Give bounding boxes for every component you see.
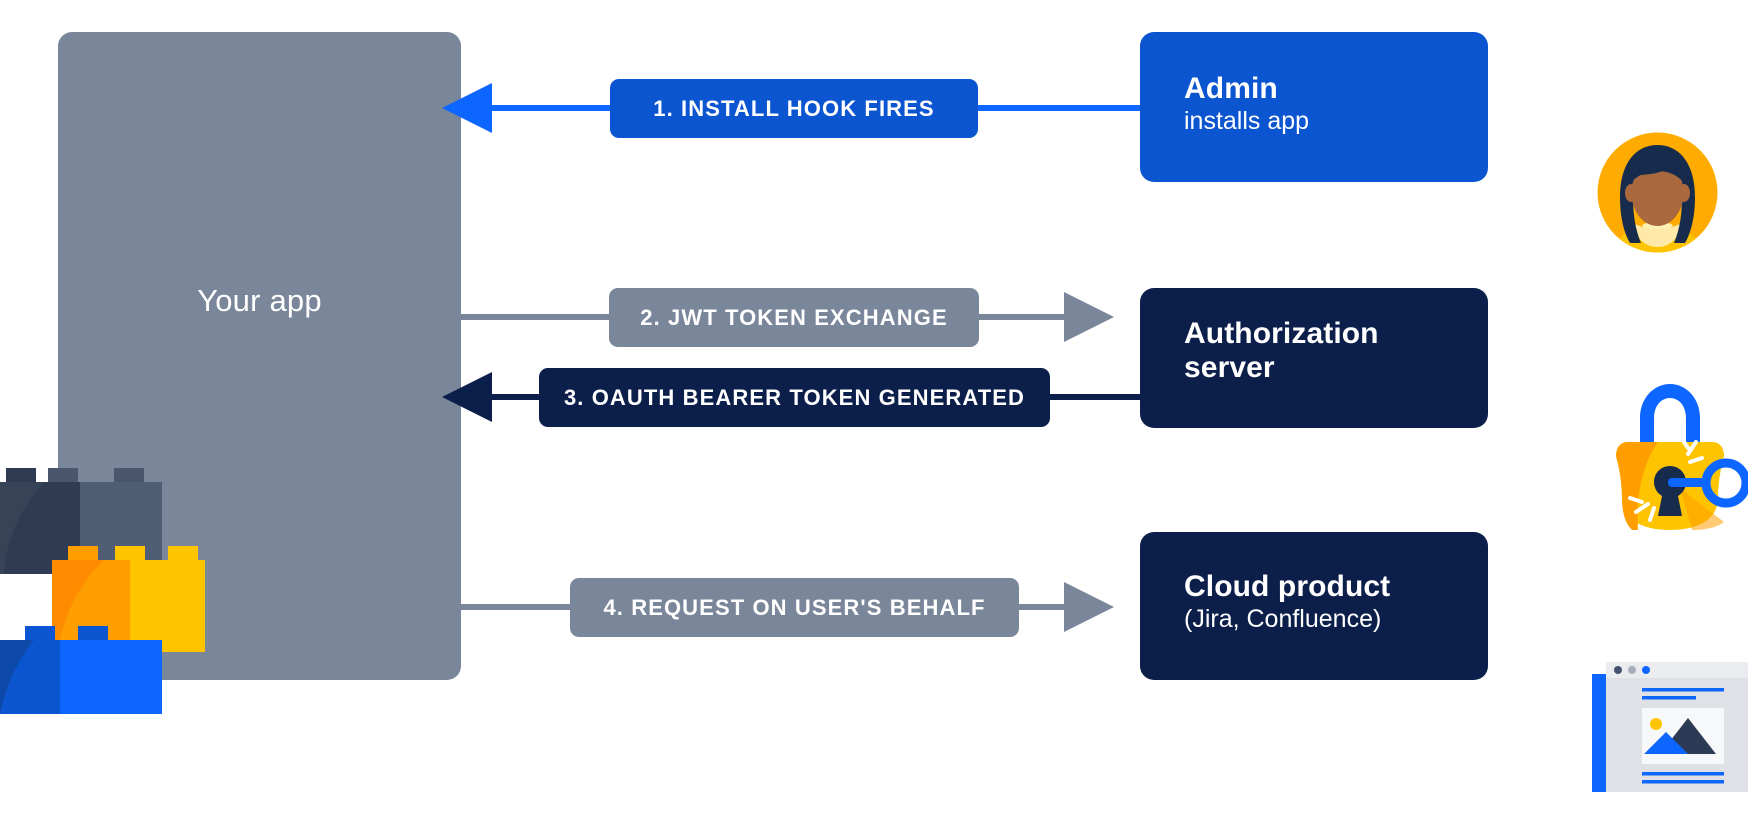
auth-card-text: Authorization server [1184, 317, 1379, 384]
step-2-label[interactable]: 2. JWT TOKEN EXCHANGE [609, 288, 979, 347]
auth-card-title-line2: server [1184, 350, 1275, 384]
authorization-server-card[interactable]: Authorization server [1140, 288, 1488, 428]
browser-window-icon [1592, 662, 1748, 807]
step-1-label[interactable]: 1. INSTALL HOOK FIRES [610, 79, 978, 138]
cloud-card-text: Cloud product (Jira, Confluence) [1184, 570, 1390, 634]
step-4-label[interactable]: 4. REQUEST ON USER'S BEHALF [570, 578, 1019, 637]
admin-card-title: Admin [1184, 72, 1278, 105]
padlock-key-icon [1588, 370, 1748, 535]
admin-card-subtitle: installs app [1184, 106, 1310, 135]
lego-bricks-icon [0, 452, 210, 732]
cloud-card-subtitle: (Jira, Confluence) [1184, 604, 1382, 633]
cloud-card-title: Cloud product [1184, 570, 1391, 603]
auth-card-title-line1: Authorization [1184, 317, 1379, 350]
person-avatar-icon [1590, 125, 1725, 265]
step-3-label[interactable]: 3. OAUTH BEARER TOKEN GENERATED [539, 368, 1050, 427]
admin-card-text: Admin installs app [1184, 72, 1309, 136]
admin-card[interactable]: Admin installs app [1140, 32, 1488, 182]
cloud-product-card[interactable]: Cloud product (Jira, Confluence) [1140, 532, 1488, 680]
your-app-label: Your app [197, 283, 322, 318]
